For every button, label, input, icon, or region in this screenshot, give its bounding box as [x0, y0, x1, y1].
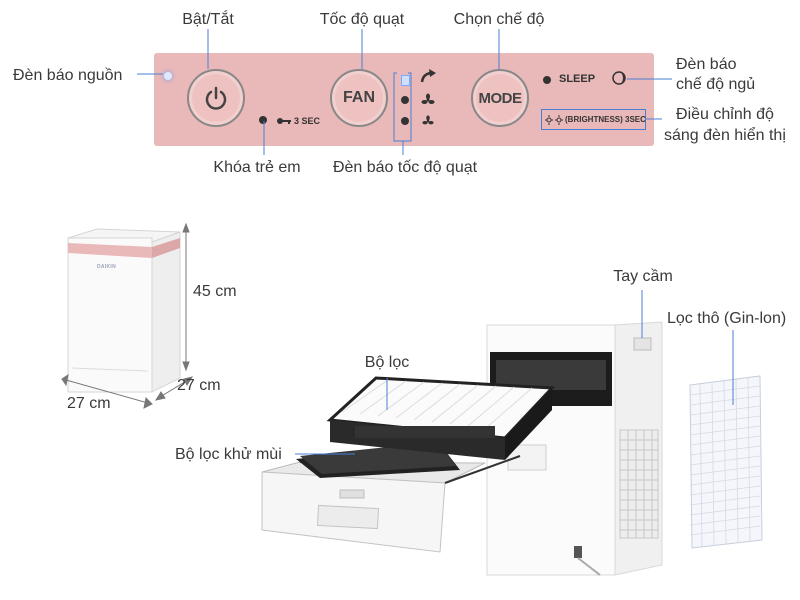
turbo-arrow-icon	[420, 69, 436, 83]
sleep-text: SLEEP	[559, 73, 596, 85]
coarse-filter-label: Lọc thô (Gin-lon)	[667, 310, 787, 327]
handle-label: Tay cầm	[613, 268, 673, 285]
fan-medium-icon	[421, 93, 435, 104]
panel-callouts	[137, 29, 672, 155]
power-icon	[205, 86, 227, 110]
moon-icon	[612, 71, 626, 85]
fan-button[interactable]: FAN	[330, 69, 388, 127]
depth-label: 27 cm	[177, 377, 221, 394]
brightness-adjust-label: Điều chỉnh độ sáng đèn hiển thị	[664, 106, 786, 144]
child-lock-led	[259, 116, 267, 124]
sun-icon	[545, 115, 563, 125]
child-lock-label: Khóa trẻ em	[213, 159, 301, 176]
fan-led-medium	[401, 96, 409, 104]
brand-logo: DAIKIN	[97, 264, 117, 270]
mode-button[interactable]: MODE	[471, 69, 529, 127]
power-toggle-label: Bật/Tắt	[182, 11, 234, 28]
key-icon	[277, 118, 291, 124]
brightness-text: (BRIGHTNESS) 3SEC	[565, 115, 646, 124]
mode-select-label: Chọn chế độ	[453, 11, 545, 28]
power-button[interactable]	[187, 69, 245, 127]
lock-text: 3 SEC	[294, 116, 321, 126]
brightness-box[interactable]	[541, 109, 646, 130]
fan-led-low	[401, 117, 409, 125]
fan-speed-label: Tốc độ quạt	[319, 11, 405, 28]
control-panel: 3 SEC FAN MODE SLEEP (BRIGHTNESS) 3SEC	[154, 53, 654, 146]
fan-led-auto	[401, 75, 410, 86]
height-label: 45 cm	[193, 283, 237, 300]
filter-label: Bộ lọc	[364, 354, 410, 371]
power-indicator-label: Đèn báo nguồn	[13, 67, 123, 84]
deodorizing-filter-label: Bộ lọc khử mùi	[175, 446, 282, 463]
fan-speed-indicator-label: Đèn báo tốc độ quạt	[332, 159, 478, 176]
sleep-indicator-label: Đèn báo chế độ ngủ	[676, 56, 756, 93]
power-led	[164, 72, 172, 80]
fan-low-icon	[422, 115, 434, 125]
width-label: 27 cm	[67, 395, 111, 412]
sleep-led	[543, 76, 551, 84]
